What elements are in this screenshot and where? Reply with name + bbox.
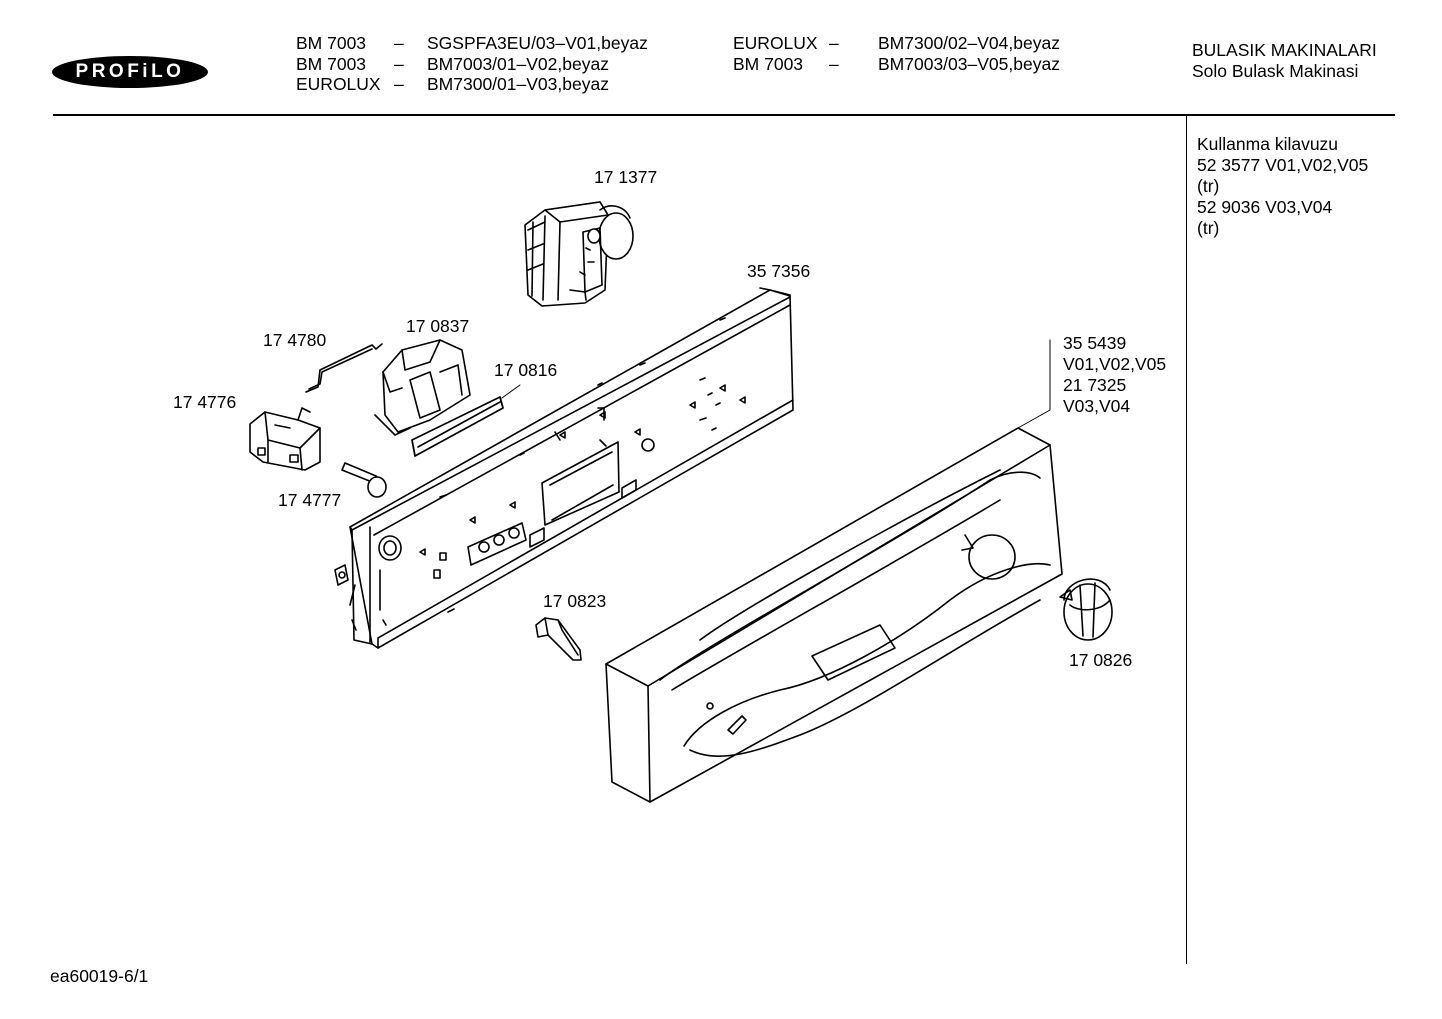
part-label-170816: 17 0816 — [494, 360, 558, 380]
front-panel-number-1: 35 5439 — [1063, 333, 1127, 353]
light-guide-part — [411, 396, 504, 457]
part-label-171377: 17 1377 — [594, 167, 658, 187]
logo-text: PROFiLO — [75, 61, 185, 82]
manual-line-1: 52 3577 V01,V02,V05 — [1197, 155, 1369, 175]
part-label-357356: 35 7356 — [747, 261, 811, 281]
part-label-170837: 17 0837 — [406, 316, 470, 336]
model-brand-2: BM 7003 — [296, 53, 367, 74]
front-panel-part — [605, 427, 1063, 803]
knob-part — [1059, 578, 1113, 641]
part-label-174777: 17 4777 — [278, 490, 342, 510]
front-panel-variants-2: V03,V04 — [1063, 396, 1131, 416]
model-brand-1: BM 7003 — [296, 33, 367, 53]
manual-title: Kullanma kilavuzu — [1197, 134, 1339, 154]
leader-lines — [501, 339, 1051, 429]
model-code-1: SGSPFA3EU/03–V01,beyaz — [427, 33, 648, 53]
header-model-col3: EUROLUX BM 7003 — [733, 33, 818, 74]
header-rule — [53, 114, 1395, 116]
model-brand-3: EUROLUX — [296, 74, 381, 94]
model-brand-5: BM 7003 — [733, 53, 804, 74]
manual-line-3: 52 9036 V03,V04 — [1197, 197, 1333, 217]
part-label-front-panel: 35 5439 V01,V02,V05 21 7325 V03,V04 — [1063, 333, 1166, 417]
model-code-3: BM7300/01–V03,beyaz — [427, 74, 609, 94]
part-label-170823: 17 0823 — [543, 591, 607, 611]
part-label-174780: 17 4780 — [263, 330, 327, 350]
profilo-logo: PROFiLO — [51, 55, 209, 89]
category-subtitle: Solo Bulask Makinasi — [1192, 60, 1359, 81]
header-model-col2: SGSPFA3EU/03–V01,beyaz BM7003/01–V02,bey… — [427, 33, 648, 95]
side-column-rule — [1186, 116, 1187, 964]
model-code-4: BM7300/02–V04,beyaz — [878, 33, 1060, 53]
front-panel-variants-1: V01,V02,V05 — [1063, 354, 1167, 374]
wire-clip-part — [305, 343, 383, 393]
part-label-170826: 17 0826 — [1069, 650, 1133, 670]
model-brand-4: EUROLUX — [733, 33, 818, 53]
control-frame-part — [334, 287, 794, 649]
manual-line-4: (tr) — [1197, 218, 1220, 238]
category-title: BULASIK MAKINALARI — [1192, 40, 1377, 60]
program-timer-part — [524, 201, 634, 307]
model-code-2: BM7003/01–V02,beyaz — [427, 53, 609, 74]
switch-part — [249, 407, 321, 471]
header-model-col4: BM7300/02–V04,beyaz BM7003/03–V05,beyaz — [878, 33, 1060, 74]
header-dash-col1: – – – — [394, 33, 404, 94]
part-label-174776: 17 4776 — [173, 392, 237, 412]
header-dash-col2: – – — [829, 33, 839, 74]
header-category: BULASIK MAKINALARI Solo Bulask Makinasi — [1192, 40, 1377, 81]
holder-part — [374, 339, 471, 436]
model-code-5: BM7003/03–V05,beyaz — [878, 53, 1060, 74]
logo-oval — [52, 56, 208, 88]
manual-info: Kullanma kilavuzu 52 3577 V01,V02,V05 (t… — [1197, 134, 1368, 239]
lever-part — [535, 617, 582, 661]
header-model-col1: BM 7003 BM 7003 EUROLUX — [296, 33, 381, 95]
front-panel-number-2: 21 7325 — [1063, 375, 1127, 395]
lamp-part — [341, 462, 387, 498]
manual-line-2: (tr) — [1197, 176, 1220, 196]
drawing-reference: ea60019-6/1 — [50, 966, 149, 986]
